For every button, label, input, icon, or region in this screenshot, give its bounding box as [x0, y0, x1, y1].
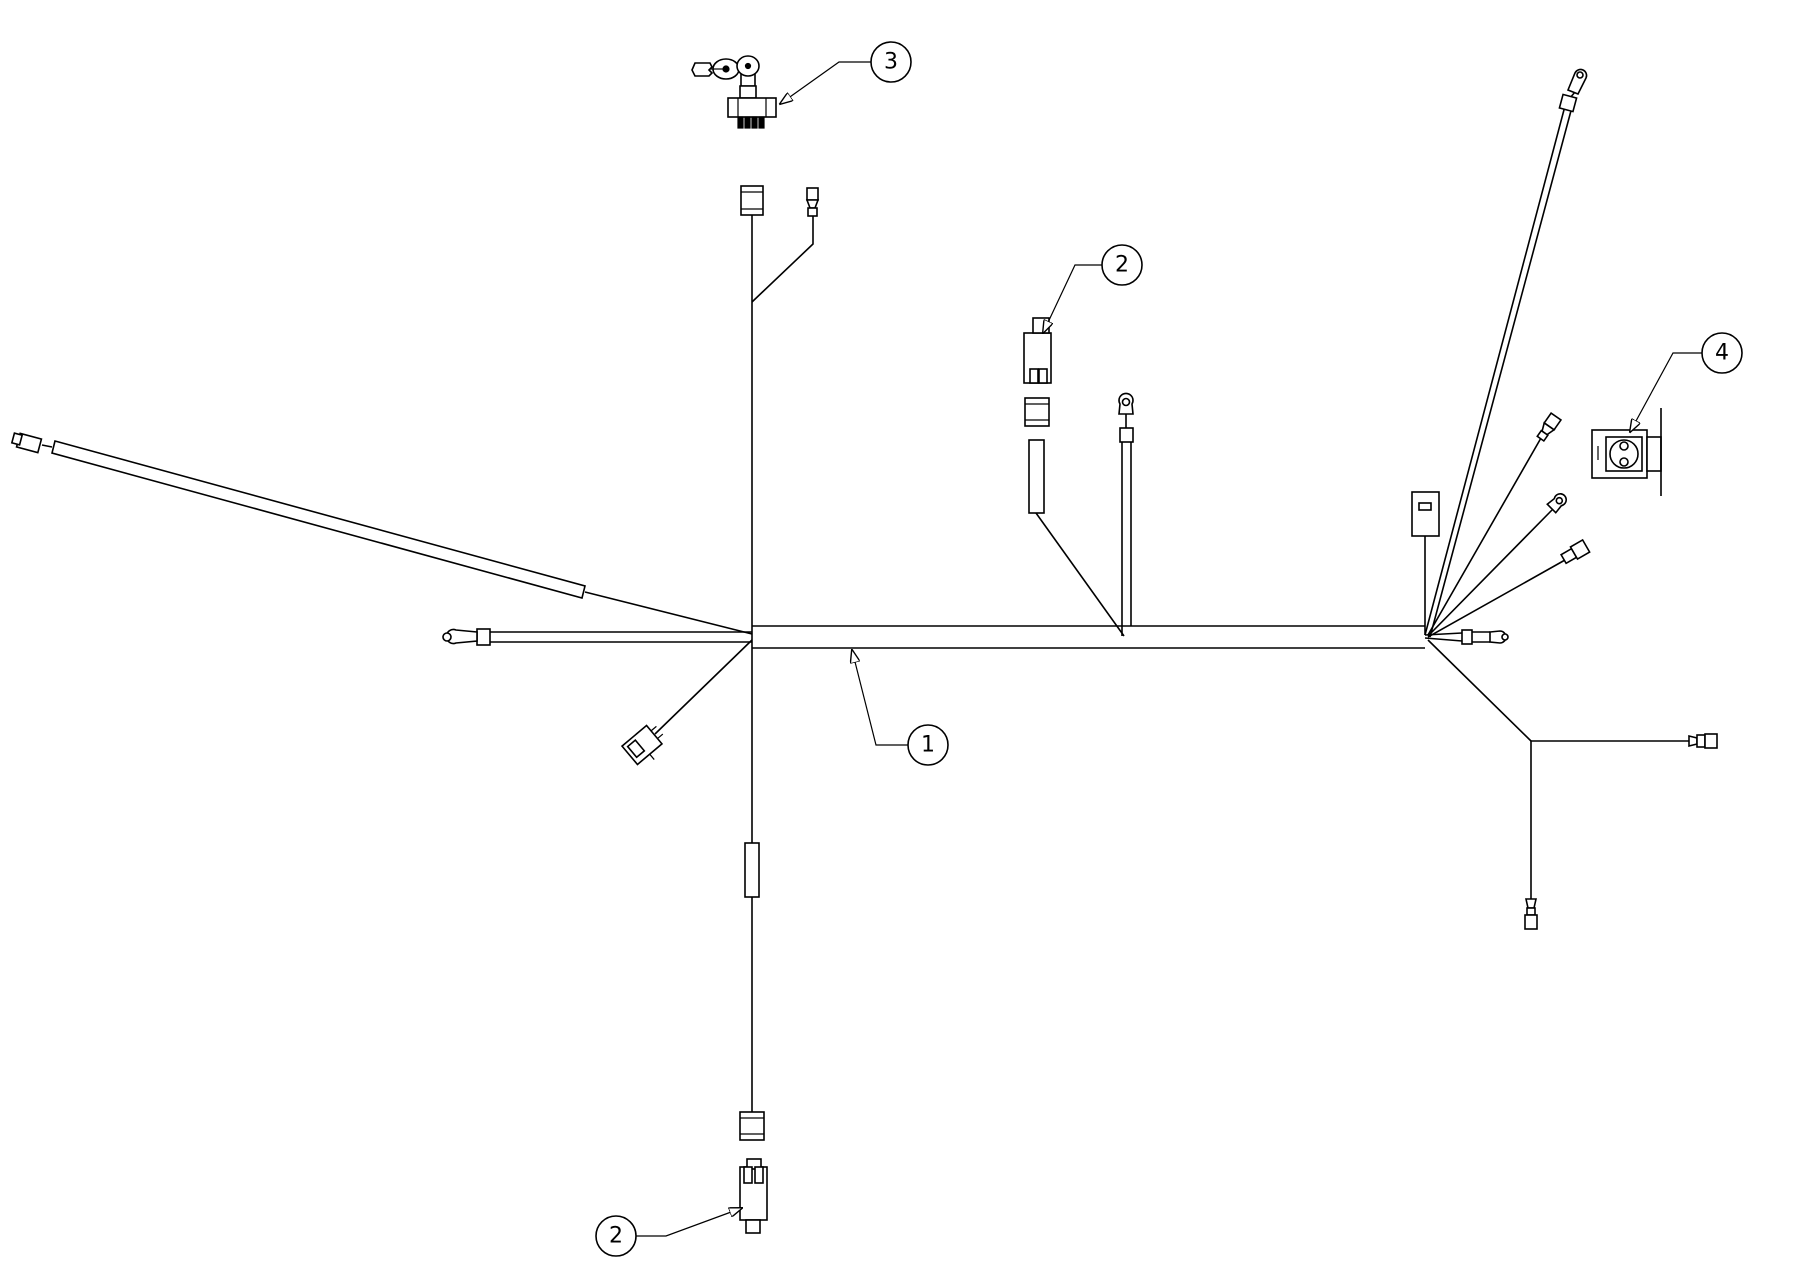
vertical-branch	[739, 185, 820, 1141]
callout-1: 1	[852, 650, 949, 766]
callout-2-bottom-label: 2	[609, 1224, 623, 1249]
relay-icon	[620, 724, 664, 766]
callout-1-label: 1	[921, 733, 935, 758]
spade-terminal-icon	[1524, 898, 1538, 930]
bottom-mating-connector-icon	[739, 1158, 768, 1234]
ignition-switch-icon	[727, 55, 777, 129]
connector-icon	[739, 1111, 765, 1141]
mating-connector-icon	[1023, 317, 1052, 384]
lower-left-relay-branch	[620, 639, 753, 766]
callout-4-label: 4	[1715, 341, 1729, 366]
callout-2-bottom: 2	[595, 1208, 742, 1257]
callout-3-label: 3	[884, 50, 898, 75]
connector-icon	[740, 185, 764, 216]
right-junction-branches	[1411, 68, 1718, 930]
left-diagonal-branch	[10, 432, 753, 635]
ring-terminal-icon	[442, 628, 478, 645]
wire-sleeve	[744, 842, 760, 898]
ring-terminal-icon	[1546, 492, 1568, 514]
callout-2-top-label: 2	[1115, 253, 1129, 278]
callout-2-top: 2	[1043, 244, 1143, 333]
wire-sleeve	[1028, 439, 1045, 514]
bullet-connector-icon	[10, 432, 43, 454]
spade-terminal-icon	[1536, 411, 1563, 443]
ring-terminal-icon	[1566, 68, 1588, 96]
ring-terminal-icon	[1118, 392, 1134, 415]
middle-ring-branch	[1118, 392, 1134, 636]
relay-icon	[1591, 408, 1662, 496]
middle-connector-branch	[1023, 317, 1125, 637]
callout-4: 4	[1630, 332, 1743, 432]
left-ring-branch	[442, 628, 752, 646]
main-harness-trunk	[752, 625, 1425, 649]
spade-terminal-icon	[1688, 733, 1718, 749]
connector-icon	[1024, 397, 1050, 427]
fuse-holder-icon	[1411, 491, 1440, 537]
bullet-connector-icon	[1560, 538, 1591, 565]
ignition-switch-assembly	[691, 55, 777, 129]
callout-3: 3	[780, 41, 912, 104]
ring-terminal-icon	[1489, 630, 1509, 644]
ignition-key-icon	[691, 58, 740, 80]
safety-switch-assembly	[1591, 408, 1662, 496]
spade-terminal-icon	[805, 187, 820, 217]
